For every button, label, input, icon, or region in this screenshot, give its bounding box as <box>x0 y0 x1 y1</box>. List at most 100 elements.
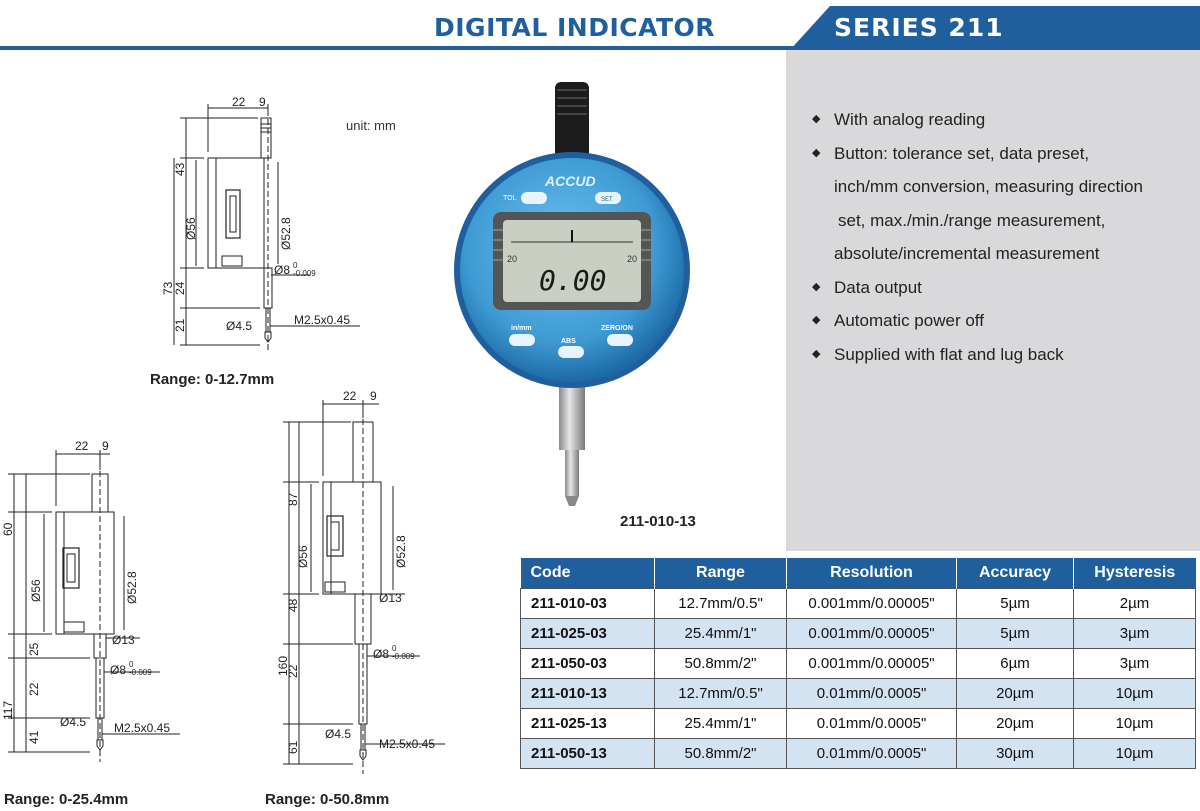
table-cell: 10µm <box>1073 738 1196 769</box>
dim-label: 22 <box>286 664 300 678</box>
table-cell: 10µm <box>1073 678 1196 709</box>
inmm-button[interactable] <box>509 334 535 346</box>
digital-indicator-illustration: 20 20 0.00 ACCUD TOL SET in/mm ABS ZERO/… <box>454 82 690 506</box>
feature-item: ◆ Button: tolerance set, data preset, in… <box>812 137 1143 271</box>
zero-on-button[interactable] <box>607 334 633 346</box>
feature-item: ◆With analog reading <box>812 103 1143 137</box>
table-cell: 3µm <box>1073 648 1196 679</box>
dim-label: Ø56 <box>29 579 43 602</box>
dim-label: 0 <box>392 644 397 653</box>
table-cell: 30µm <box>956 738 1074 769</box>
dim-label: -0.009 <box>293 269 316 278</box>
page-title: DIGITAL INDICATOR <box>434 13 716 42</box>
dim-label: Ø8 <box>373 647 389 661</box>
dim-label: 9 <box>259 95 266 109</box>
dim-label: Ø4.5 <box>325 727 351 741</box>
col-header: Resolution <box>786 558 957 589</box>
dim-label: Ø56 <box>184 217 198 240</box>
table-cell: 2µm <box>1073 588 1196 619</box>
table-cell: 50.8mm/2" <box>654 648 787 679</box>
dim-label: 61 <box>286 740 300 754</box>
table-cell: 0.01mm/0.0005" <box>786 708 957 739</box>
table-row: 211-050-03 50.8mm/2" 0.001mm/0.00005" 6µ… <box>520 648 1196 679</box>
drawing-range-12-7: 22 9 43 Ø56 Ø52.8 73 24 21 Ø8 0 -0.009 Ø… <box>161 95 360 352</box>
table-cell: 0.001mm/0.00005" <box>786 648 957 679</box>
col-header: Hysteresis <box>1073 558 1196 589</box>
feature-list: ◆With analog reading ◆ Button: tolerance… <box>812 103 1143 371</box>
dim-label: 41 <box>27 730 41 744</box>
button-label: TOL <box>503 195 517 202</box>
dim-label: -0.009 <box>392 652 415 661</box>
dim-label: Ø52.8 <box>394 535 408 568</box>
table-cell: 211-050-13 <box>520 738 655 769</box>
dim-label: 22 <box>75 439 89 453</box>
lcd-scale-right: 20 <box>627 254 637 264</box>
dim-label: 22 <box>27 682 41 696</box>
table-cell: 211-010-13 <box>520 678 655 709</box>
table-cell: 0.01mm/0.0005" <box>786 678 957 709</box>
feature-item: ◆Supplied with flat and lug back <box>812 338 1143 372</box>
dim-label: Ø8 <box>274 263 290 277</box>
dim-label: 160 <box>276 656 290 676</box>
series-label: SERIES 211 <box>834 13 1004 42</box>
col-header: Code <box>520 558 655 589</box>
dim-label: -0.009 <box>129 668 152 677</box>
table-cell: 211-010-03 <box>520 588 655 619</box>
diamond-bullet-icon: ◆ <box>812 113 821 125</box>
dim-label: 73 <box>161 281 175 295</box>
dim-label: 87 <box>286 492 300 506</box>
set-button[interactable] <box>595 192 621 204</box>
table-row: 211-010-13 12.7mm/0.5" 0.01mm/0.0005" 20… <box>520 678 1196 709</box>
tol-button[interactable] <box>521 192 547 204</box>
button-label: ABS <box>561 338 576 345</box>
table-row: 211-010-03 12.7mm/0.5" 0.001mm/0.00005" … <box>520 588 1196 619</box>
dim-label: Ø13 <box>112 633 135 647</box>
table-cell: 10µm <box>1073 708 1196 739</box>
dim-label: Ø52.8 <box>279 217 293 250</box>
table-cell: 12.7mm/0.5" <box>654 678 787 709</box>
abs-button[interactable] <box>558 346 584 358</box>
dim-label: Ø13 <box>379 591 402 605</box>
col-header: Accuracy <box>956 558 1074 589</box>
table-cell: 0.01mm/0.0005" <box>786 738 957 769</box>
table-cell: 25.4mm/1" <box>654 618 787 649</box>
brand-logo: ACCUD <box>544 173 596 189</box>
table-row: 211-025-13 25.4mm/1" 0.01mm/0.0005" 20µm… <box>520 708 1196 739</box>
button-label: ZERO/ON <box>601 325 633 332</box>
table-cell: 6µm <box>956 648 1074 679</box>
dim-label: Ø52.8 <box>125 571 139 604</box>
lcd-scale-left: 20 <box>507 254 517 264</box>
feature-item: ◆Automatic power off <box>812 304 1143 338</box>
dim-label: 9 <box>370 389 377 403</box>
table-row: 211-025-03 25.4mm/1" 0.001mm/0.00005" 5µ… <box>520 618 1196 649</box>
table-cell: 5µm <box>956 618 1074 649</box>
button-label: in/mm <box>511 325 532 332</box>
caption-range-12-7: Range: 0-12.7mm <box>150 371 275 388</box>
table-cell: 0.001mm/0.00005" <box>786 618 957 649</box>
header-rule <box>0 46 1200 50</box>
feature-panel <box>786 50 1200 551</box>
diamond-bullet-icon: ◆ <box>812 314 821 326</box>
table-cell: 25.4mm/1" <box>654 708 787 739</box>
drawing-range-25-4: 22 9 60 Ø56 Ø52.8 25 Ø13 117 22 Ø8 0 -0.… <box>1 439 180 762</box>
table-cell: 211-025-13 <box>520 708 655 739</box>
drawing-range-50-8: 22 9 87 Ø56 Ø52.8 48 Ø13 160 22 Ø8 0 -0.… <box>276 389 445 774</box>
dim-label: 22 <box>232 95 246 109</box>
table-cell: 3µm <box>1073 618 1196 649</box>
dim-label: M2.5x0.45 <box>379 737 435 751</box>
table-cell: 211-025-03 <box>520 618 655 649</box>
series-tab <box>790 6 1200 50</box>
table-cell: 211-050-03 <box>520 648 655 679</box>
dim-label: Ø56 <box>296 545 310 568</box>
spec-table: Code Range Resolution Accuracy Hysteresi… <box>520 558 1196 769</box>
dim-label: 60 <box>1 522 15 536</box>
dim-label: 22 <box>343 389 357 403</box>
table-cell: 20µm <box>956 708 1074 739</box>
table-row: 211-050-13 50.8mm/2" 0.01mm/0.0005" 30µm… <box>520 738 1196 769</box>
table-cell: 0.001mm/0.00005" <box>786 588 957 619</box>
table-header-row: Code Range Resolution Accuracy Hysteresi… <box>520 558 1196 589</box>
table-cell: 12.7mm/0.5" <box>654 588 787 619</box>
caption-range-50-8: Range: 0-50.8mm <box>265 791 390 808</box>
dim-label: 25 <box>27 642 41 656</box>
dim-label: 0 <box>293 261 298 270</box>
